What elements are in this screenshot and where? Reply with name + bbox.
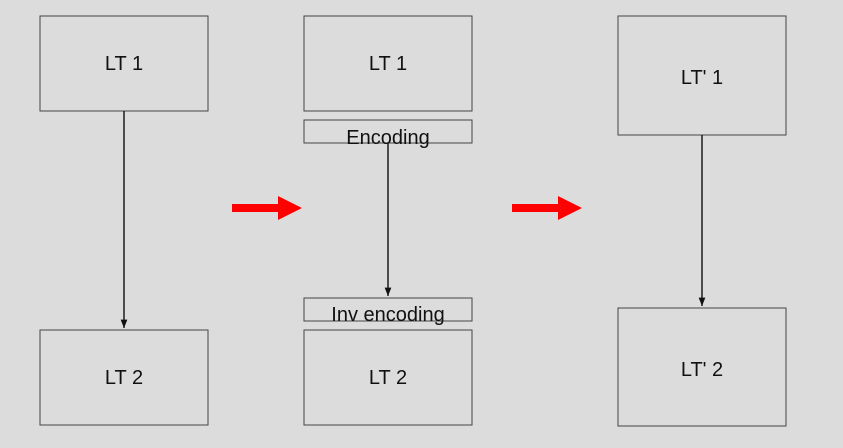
node-lt2-col2 [303,329,473,426]
column-2: LT 1 Encoding Inv encoding LT 2 [303,15,473,426]
node-lt2-col1 [39,329,209,426]
node-lt1-col2 [303,15,473,112]
node-lt1-col3-label: LT' 1 [681,67,723,89]
column-1: LT 1 LT 2 [39,15,209,426]
node-lt1-col2-label: LT 1 [369,53,407,75]
transition-arrow-1 [232,196,302,220]
node-lt1-col1-label: LT 1 [105,53,143,75]
node-lt2-col3-label: LT' 2 [681,359,723,381]
node-lt2-col1-label: LT 2 [105,367,143,389]
node-inv-encoding [303,297,473,322]
node-inv-encoding-label: Inv encoding [331,304,444,326]
node-encoding-label: Encoding [346,127,429,149]
transition-arrow-2 [512,196,582,220]
node-lt2-col3 [617,307,787,427]
node-lt2-col2-label: LT 2 [369,367,407,389]
column-3: LT' 1 LT' 2 [617,15,787,427]
